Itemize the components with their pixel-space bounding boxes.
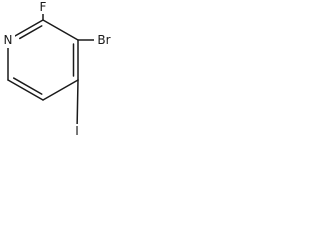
- bond-n-c2-inner: [19, 25, 43, 40]
- bromine-label-bg: [94, 33, 114, 48]
- bond-c5-c6-inner: [12, 77, 43, 95]
- bond-c2-c3: [42, 19, 79, 41]
- nitrogen-label: N: [4, 33, 13, 47]
- bromine-label: Br: [97, 33, 110, 47]
- bond-n-c2: [13, 19, 44, 38]
- fluorine-label: F: [40, 0, 47, 14]
- bonds-group: [7, 13, 95, 125]
- molecule-structure: N F Br I: [1, 0, 114, 138]
- atom-labels-group: N F Br I: [1, 0, 114, 138]
- bond-c5-c6: [7, 79, 44, 101]
- nitrogen-label-bg: [1, 32, 15, 48]
- bond-c4-i: [76, 79, 79, 125]
- bond-c4-c5: [42, 79, 79, 101]
- iodine-label: I: [75, 124, 79, 138]
- iodine-label-bg: [72, 124, 82, 138]
- fluorine-label-bg: [37, 0, 49, 14]
